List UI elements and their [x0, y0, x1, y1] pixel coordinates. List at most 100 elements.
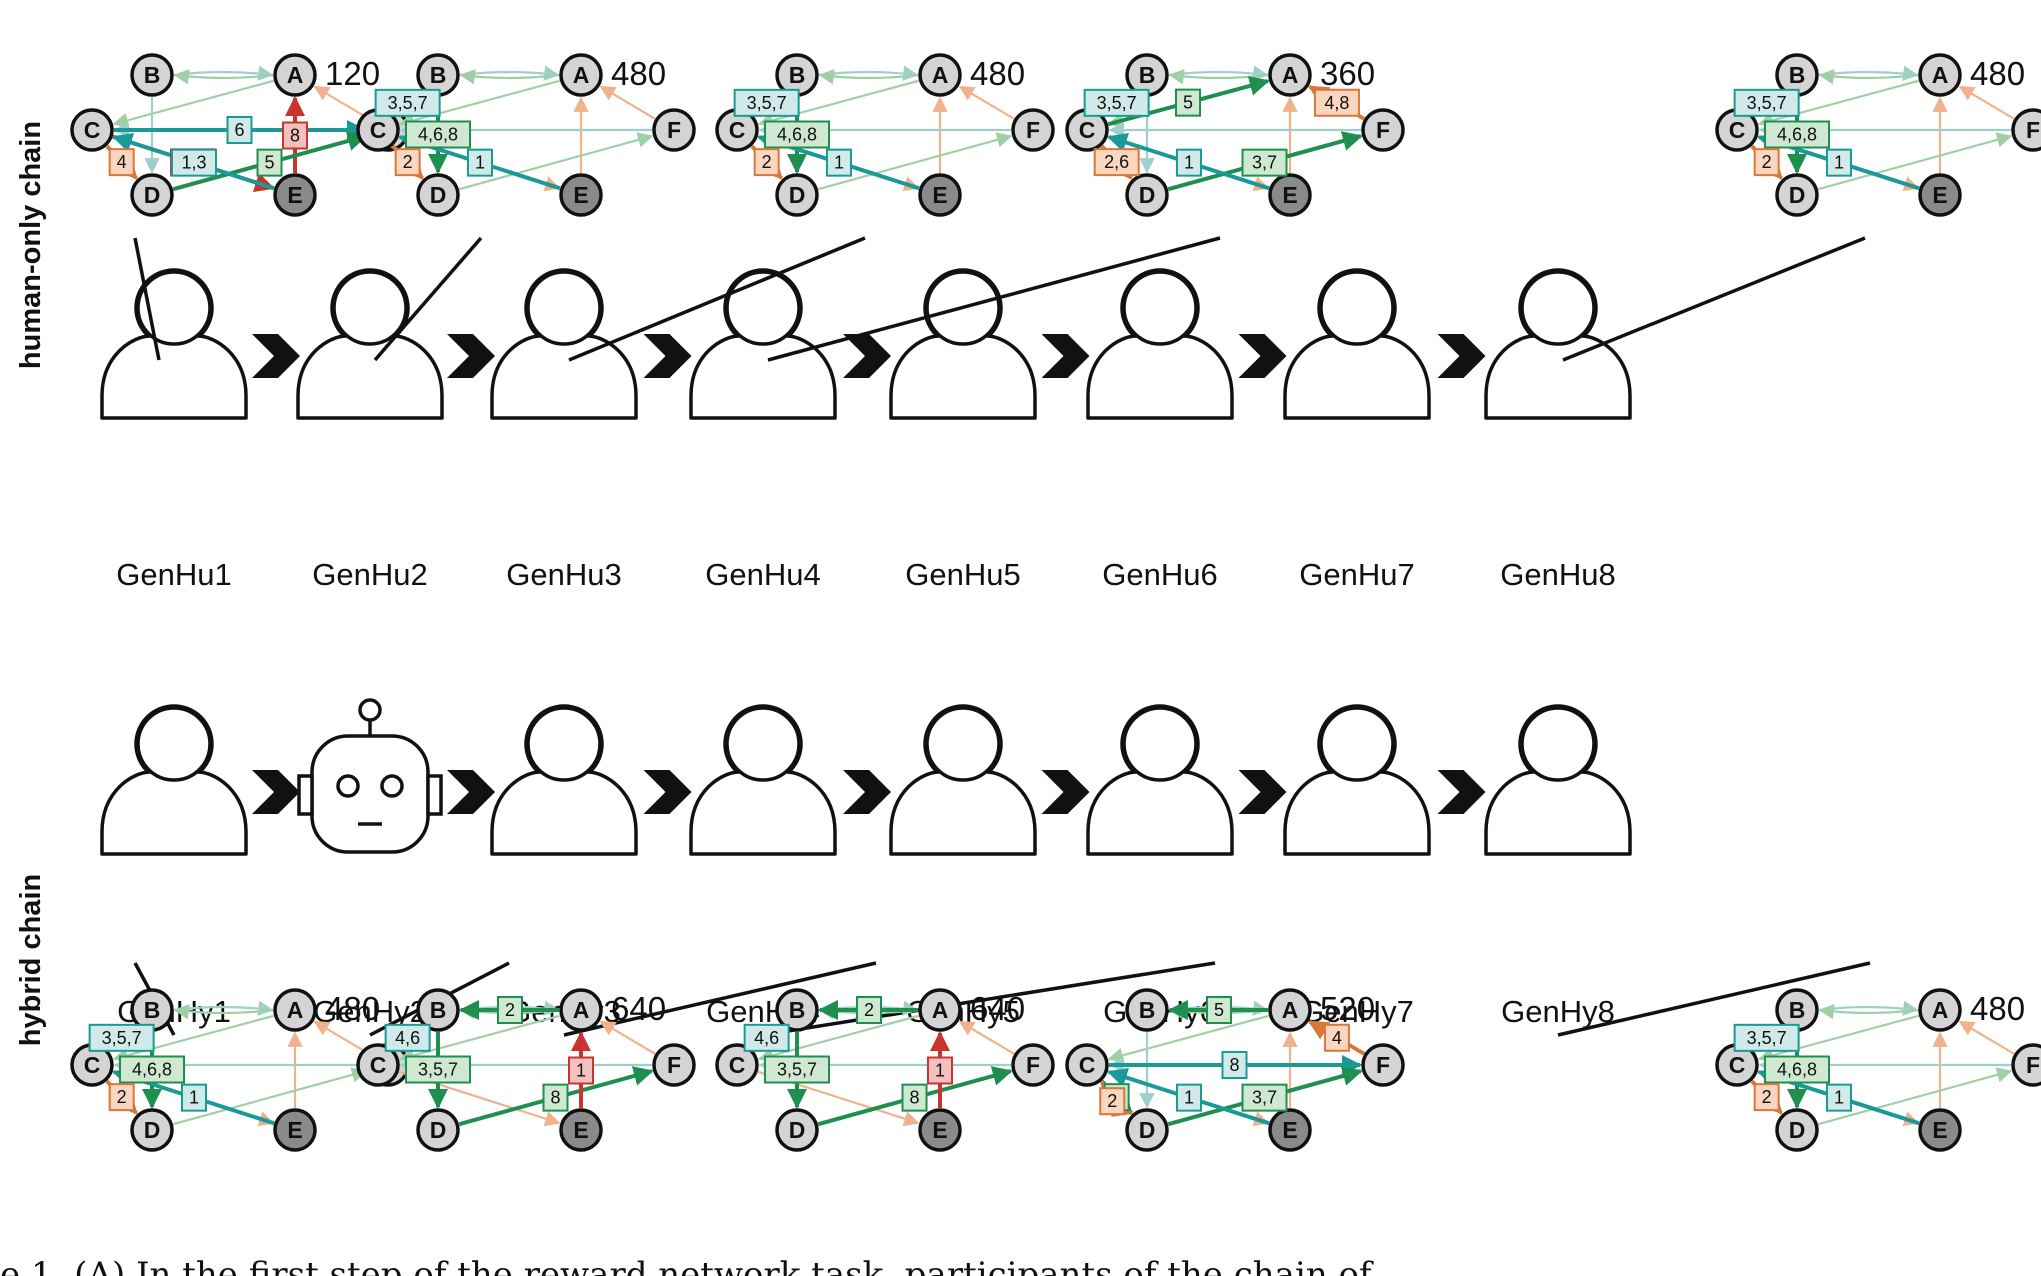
connector-line — [373, 236, 483, 362]
network-edge — [958, 85, 1015, 120]
edge-reward-box — [1313, 88, 1360, 117]
node-a — [1918, 988, 1962, 1032]
edge-reward-label: 3,5,7 — [777, 1060, 817, 1080]
edge-reward-box — [1323, 1023, 1350, 1052]
edge-reward-label: 8 — [290, 126, 300, 146]
arrow-right-icon — [252, 770, 300, 814]
edge-reward-label: 4,6,8 — [418, 125, 458, 145]
robot-icon — [297, 698, 443, 854]
node-e — [918, 173, 962, 217]
node-label: B — [1139, 997, 1156, 1023]
edge-reward-box — [733, 88, 800, 117]
edge-reward-box — [282, 121, 308, 150]
node-b — [416, 988, 460, 1032]
network-edge — [1168, 69, 1269, 85]
node-label: B — [430, 62, 447, 88]
node-label: B — [1789, 62, 1806, 88]
node-d — [775, 173, 819, 217]
network-edge — [459, 65, 560, 81]
edge-reward-box — [1206, 996, 1232, 1024]
node-label: D — [430, 182, 447, 208]
generation-label: GenHu2 — [312, 557, 427, 592]
network-edge — [1168, 65, 1269, 81]
edge-reward-box — [753, 148, 780, 177]
person-icon — [1086, 268, 1234, 420]
edge-reward-box — [1764, 120, 1830, 149]
edge-reward-box — [88, 1023, 155, 1052]
network-edge — [459, 69, 560, 85]
node-label: A — [287, 997, 304, 1023]
node-a — [918, 988, 962, 1032]
network-score: 480 — [611, 55, 666, 92]
node-label: E — [287, 182, 302, 208]
network-score: 360 — [1320, 55, 1375, 92]
node-label: E — [287, 1117, 302, 1143]
edge-reward-label: 4,6,8 — [1777, 1060, 1817, 1080]
edge-reward-box — [542, 1083, 569, 1112]
node-b — [775, 988, 819, 1032]
node-label: A — [932, 62, 949, 88]
node-e — [1268, 1108, 1312, 1152]
edge-reward-box — [1753, 148, 1780, 177]
edge-reward-box — [170, 148, 217, 177]
node-e — [559, 173, 603, 217]
networks-layer: ABCDEF6842,751,3120ABCDEF3,5,74,6,821480… — [70, 53, 2041, 1152]
node-label: B — [430, 997, 447, 1023]
node-label: C — [1729, 117, 1746, 143]
node-label: B — [1789, 997, 1806, 1023]
edge-reward-label: 6 — [234, 120, 244, 140]
arrow-right-icon — [1238, 770, 1287, 814]
node-e — [1918, 1108, 1962, 1152]
edge-reward-label: 3,5,7 — [1747, 93, 1787, 113]
network-edge — [112, 79, 275, 128]
human-chain-label: human-only chain — [15, 121, 47, 369]
edge-reward-box — [1221, 1051, 1248, 1079]
node-e — [918, 1108, 962, 1152]
network-edge — [1757, 1014, 1920, 1063]
arrow-right-icon — [1041, 770, 1090, 814]
edge-reward-label: 1 — [1834, 1088, 1844, 1108]
node-a — [559, 988, 603, 1032]
node-label: E — [1932, 182, 1947, 208]
edge-reward-label: 3,5,7 — [388, 93, 428, 113]
edge-reward-box — [384, 1023, 431, 1052]
arrow-right-icon — [1041, 334, 1090, 378]
edge-reward-label: 8 — [551, 1088, 561, 1108]
node-label: E — [1282, 1117, 1297, 1143]
network-edge — [818, 65, 919, 81]
edge-reward-label: 1 — [189, 1088, 199, 1108]
node-d — [775, 1108, 819, 1152]
node-label: C — [1729, 1052, 1746, 1078]
edge-reward-label: 2 — [864, 1000, 874, 1020]
node-label: F — [2026, 117, 2040, 143]
network-score: 640 — [970, 990, 1025, 1027]
connector-line — [568, 236, 866, 362]
person-icon — [689, 268, 837, 420]
edge-reward-label: 3,7 — [1252, 1088, 1277, 1108]
network-edge — [398, 79, 561, 128]
edge-reward-box — [108, 1083, 135, 1112]
arrow-right-icon — [1238, 334, 1287, 378]
edge-reward-box — [1093, 148, 1140, 177]
edge-reward-label: 5 — [265, 153, 275, 173]
network-edge — [817, 132, 1013, 191]
node-a — [559, 53, 603, 97]
edge-reward-box — [743, 1023, 790, 1052]
edge-reward-label: 2 — [1762, 152, 1772, 172]
node-d — [416, 1108, 460, 1152]
connector-line — [762, 961, 1216, 1037]
edge-reward-box — [901, 1083, 928, 1112]
node-d — [1125, 173, 1169, 217]
edge-reward-label: 4,6,8 — [777, 125, 817, 145]
network-score: 480 — [1970, 990, 2025, 1027]
network-edge — [757, 1014, 920, 1063]
node-label: F — [1026, 1052, 1040, 1078]
node-label: F — [2026, 1052, 2040, 1078]
node-a — [273, 988, 317, 1032]
network-edge — [173, 69, 274, 85]
edge-reward-box — [1241, 1083, 1288, 1112]
node-label: C — [729, 117, 746, 143]
